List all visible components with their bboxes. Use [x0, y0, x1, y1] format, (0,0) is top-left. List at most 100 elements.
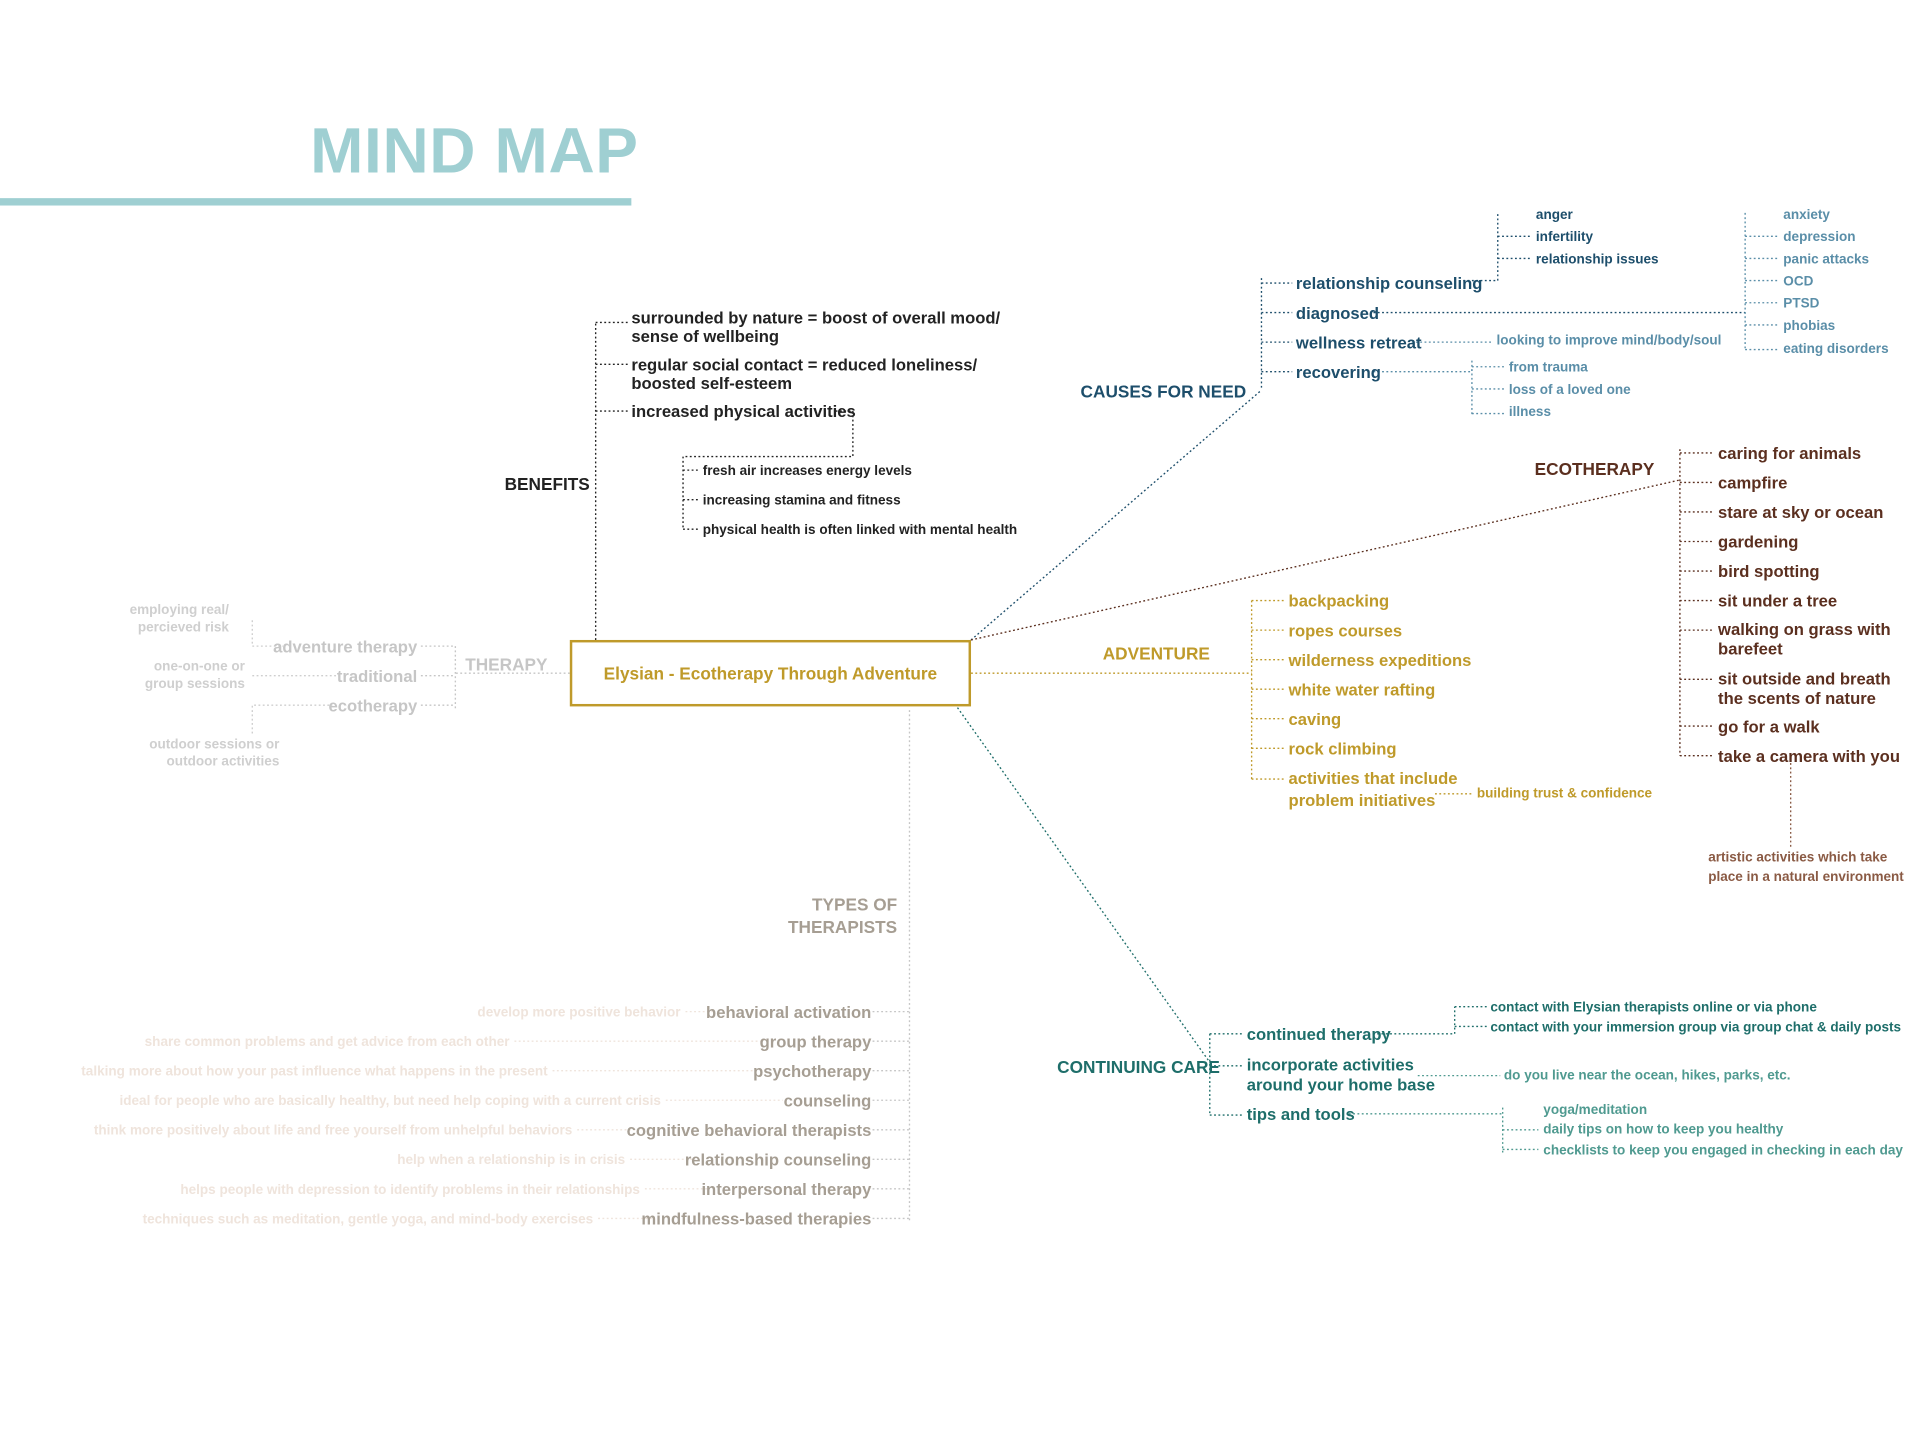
adventure-item: wilderness expeditions	[1288, 651, 1472, 670]
ecotherapy-item: barefeet	[1718, 639, 1783, 659]
ecotherapy-item: stare at sky or ocean	[1718, 503, 1884, 522]
ecotherapy-item: caring for animals	[1718, 444, 1862, 463]
ecotherapy-note: artistic activities which take	[1708, 850, 1888, 866]
benefits-item: surrounded by nature = boost of overall …	[631, 308, 1001, 328]
ecotherapy-item: sit outside and breath	[1718, 669, 1891, 688]
therapy-note: outdoor sessions or	[149, 737, 280, 752]
therapists-heading: TYPES OF	[811, 894, 898, 915]
therapy-note-line	[251, 704, 333, 734]
adventure-item: caving	[1288, 710, 1342, 729]
continuing-item: continued therapy	[1246, 1025, 1391, 1044]
diagnosed-sub-item: panic attacks	[1783, 252, 1870, 268]
diagnosed-sub-item: depression	[1783, 230, 1856, 245]
adventure-item: activities that include	[1288, 769, 1458, 788]
therapists-item: relationship counseling	[684, 1150, 872, 1170]
wellness-sub-item: looking to improve mind/body/soul	[1496, 333, 1722, 349]
recovering-sub-item: illness	[1508, 404, 1551, 420]
diagnosed-sub-item: phobias	[1783, 318, 1836, 334]
therapists-item: behavioral activation	[706, 1003, 872, 1022]
continuing-heading: CONTINUING CARE	[1057, 1057, 1220, 1077]
ecotherapy-item: gardening	[1718, 532, 1799, 552]
therapy-heading: THERAPY	[465, 654, 548, 675]
continued-therapy-line	[1377, 1006, 1456, 1035]
relationship-trunk	[1463, 212, 1499, 282]
therapists-note: think more positively about life and fre…	[93, 1123, 573, 1139]
therapy-item: traditional	[336, 667, 418, 686]
ecotherapy-item: bird spotting	[1718, 562, 1820, 581]
adventure-item: ropes courses	[1288, 621, 1403, 640]
adventure-note: building trust & confidence	[1476, 786, 1653, 802]
diagnosed-sub-item: OCD	[1783, 274, 1814, 290]
ecotherapy-item: take a camera with you	[1718, 747, 1900, 766]
central-node: Elysian - Ecotherapy Through Adventure	[569, 639, 972, 707]
continuing-item: incorporate activities	[1246, 1055, 1414, 1075]
continuing-item: tips and tools	[1246, 1105, 1355, 1124]
benefits-item: boosted self-esteem	[631, 374, 793, 393]
causes-heading: CAUSES FOR NEED	[1080, 381, 1247, 402]
adventure-heading: ADVENTURE	[1102, 643, 1210, 664]
benefits-sub-item: fresh air increases energy levels	[702, 463, 912, 479]
causes-item: diagnosed	[1295, 303, 1380, 323]
causes-item: relationship counseling	[1295, 274, 1483, 293]
relationship-sub-item: infertility	[1535, 230, 1594, 245]
ecotherapy-item: campfire	[1718, 473, 1788, 493]
benefits-heading: BENEFITS	[504, 473, 590, 494]
recovering-sub-item: loss of a loved one	[1508, 382, 1631, 398]
therapists-note: share common problems and get advice fro…	[144, 1035, 510, 1050]
therapy-note: employing real/	[129, 603, 229, 618]
therapy-item: adventure therapy	[273, 637, 418, 656]
therapists-note: ideal for people who are basically healt…	[119, 1094, 661, 1109]
continued-therapy-sub-item: contact with your immersion group via gr…	[1490, 1020, 1902, 1036]
therapists-item: group therapy	[759, 1032, 872, 1052]
adventure-item: rock climbing	[1288, 739, 1397, 759]
benefits-item: regular social contact = reduced lonelin…	[631, 355, 978, 375]
tools-sub-item: daily tips on how to keep you healthy	[1543, 1122, 1784, 1138]
tools-sub-item: yoga/meditation	[1543, 1102, 1648, 1118]
ecotherapy-branch-line	[970, 479, 1681, 641]
central-node-label: Elysian - Ecotherapy Through Adventure	[603, 663, 938, 684]
ecotherapy-heading: ECOTHERAPY	[1534, 459, 1655, 479]
ecotherapy-item: walking on grass with	[1718, 620, 1891, 639]
ecotherapy-item: go for a walk	[1718, 717, 1820, 736]
therapists-item: counseling	[783, 1091, 872, 1111]
benefits-item: increased physical activities	[631, 402, 856, 421]
relationship-sub-item: relationship issues	[1535, 252, 1659, 268]
continued-therapy-sub-item: contact with Elysian therapists online o…	[1490, 1000, 1817, 1016]
diagnosed-sub-item: eating disorders	[1783, 342, 1889, 357]
therapists-note: talking more about how your past influen…	[81, 1064, 548, 1080]
adventure-item: backpacking	[1288, 591, 1390, 611]
therapists-item: psychotherapy	[753, 1062, 872, 1081]
diagnosed-sub-item: anxiety	[1783, 207, 1830, 223]
therapists-item: interpersonal therapy	[701, 1180, 872, 1199]
recovering-sub-item: from trauma	[1508, 360, 1588, 376]
therapists-heading: THERAPISTS	[788, 916, 898, 937]
therapists-note: help when a relationship is in crisis	[397, 1153, 626, 1168]
page-title: MIND MAP	[310, 115, 639, 188]
adventure-item: problem initiatives	[1288, 791, 1436, 810]
continuing-item: around your home base	[1246, 1075, 1436, 1095]
recovering-line	[1373, 366, 1473, 373]
therapists-item: mindfulness-based therapies	[641, 1209, 872, 1229]
therapy-note: percieved risk	[137, 620, 229, 636]
causes-item: wellness retreat	[1295, 333, 1422, 352]
therapy-note: one-on-one or	[153, 659, 245, 675]
title-underline	[0, 198, 632, 206]
causes-item: recovering	[1295, 363, 1381, 382]
diagnosed-sub-item: PTSD	[1783, 296, 1820, 312]
therapy-item: ecotherapy	[328, 696, 418, 716]
therapists-item: cognitive behavioral therapists	[626, 1121, 872, 1140]
therapy-note: group sessions	[144, 676, 245, 692]
relationship-sub-item: anger	[1535, 207, 1573, 223]
therapists-note: develop more positive behavior	[477, 1005, 681, 1021]
benefits-item: sense of wellbeing	[631, 327, 780, 346]
ecotherapy-item: sit under a tree	[1718, 591, 1838, 611]
ecotherapy-note: place in a natural environment	[1708, 870, 1904, 885]
home-base-sub-item: do you live near the ocean, hikes, parks…	[1503, 1068, 1791, 1084]
therapy-note-line	[251, 620, 284, 647]
adventure-item: white water rafting	[1288, 680, 1436, 700]
ecotherapy-item: the scents of nature	[1718, 689, 1876, 708]
causes-branch-line	[970, 389, 1262, 641]
continuing-branch-line	[956, 707, 1213, 1067]
tools-sub-item: checklists to keep you engaged in checki…	[1543, 1143, 1903, 1159]
